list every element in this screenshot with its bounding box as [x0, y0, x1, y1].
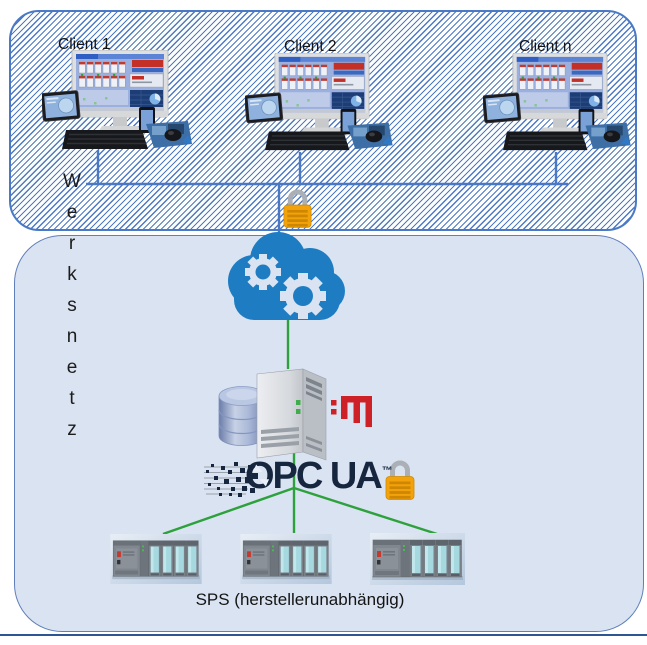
- opcua-dissolve-effect: [204, 462, 258, 497]
- werksnetz-letter: z: [67, 419, 77, 440]
- client-n-label: Client n: [519, 38, 572, 55]
- cloud-gears-icon: [228, 232, 345, 320]
- werksnetz-letter: t: [69, 388, 75, 409]
- werksnetz-letter: e: [66, 202, 78, 223]
- network-padlock-icon: [284, 192, 311, 227]
- plc-rack-icon: [370, 533, 465, 585]
- client-drop-lines: [96, 150, 558, 184]
- sps-caption: SPS (herstellerunabhängig): [195, 590, 405, 609]
- werksnetz-letter: e: [66, 357, 78, 378]
- server-tower-icon: [256, 368, 327, 461]
- opcua-logo: OPC UA™: [245, 457, 393, 495]
- client-1-label: Client 1: [58, 36, 111, 53]
- opcua-trademark: ™: [381, 465, 393, 477]
- werksnetz-letter: s: [67, 295, 77, 316]
- plc-rack-icon: [240, 534, 332, 584]
- werksnetz-letter: W: [63, 171, 81, 192]
- werksnetz-letter: n: [66, 326, 78, 347]
- vendor-m-logo: [331, 396, 372, 427]
- client-workstation-icon: [245, 53, 393, 151]
- database-icon: [218, 386, 266, 446]
- client-workstation-icon: [483, 53, 631, 151]
- server-group: [218, 368, 372, 461]
- werksnetz-letter: r: [68, 233, 76, 254]
- client-2-label: Client 2: [284, 38, 337, 55]
- bottom-divider-line: [0, 634, 647, 637]
- werksnetz-vertical-label: W e r k s n e t z: [61, 166, 83, 445]
- gear-icon: [245, 254, 281, 290]
- opcua-logo-text: OPC UA: [245, 455, 383, 497]
- gear-icon: [280, 273, 326, 319]
- werksnetz-letter: k: [67, 264, 77, 285]
- green-link-lines: [162, 320, 438, 536]
- plc-rack-icon: [110, 534, 202, 584]
- client-workstation-icon: [42, 50, 192, 150]
